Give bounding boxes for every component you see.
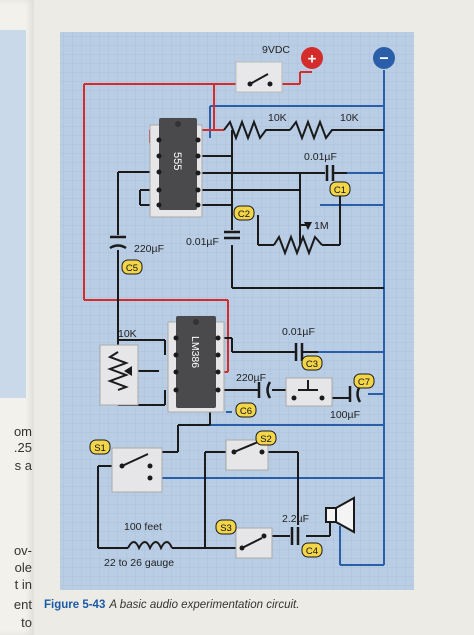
switch-s3-badge [215,519,237,535]
capacitor-c6-value: 220µF [236,372,266,384]
plus-icon: + [308,51,317,68]
potentiometer-1m-label: 1M [314,220,329,232]
left-page-blue-sidebar [0,30,26,398]
potentiometer-1m-wiper [304,222,312,230]
diagram-grid [60,32,414,590]
page-text-fragment: om [13,424,32,439]
negative-rail-wires [160,70,385,566]
capacitor-c3-badge [301,355,323,371]
negative-terminal [373,47,395,69]
switch-contact [267,81,273,87]
switch-lever [249,73,269,85]
ic-555-pins [156,137,201,208]
figure-caption-text: A basic audio experimentation circuit. [109,599,300,611]
coil-length-label: 100 feet [124,521,162,533]
capacitor-c5-badge [121,259,143,275]
ic-lm386-chip [176,316,216,408]
switch-s1-badge [89,439,111,455]
capacitor-c5-value: 220µF [134,243,164,255]
coil-gauge-label: 22 to 26 gauge [104,557,174,569]
capacitor-c2-badge [233,205,255,221]
capacitor-c1-tag: C1 [334,185,346,196]
page-text-fragment: ole [14,560,32,575]
capacitor-c7-badge [353,373,375,389]
capacitor-c2-value: 0.01µF [186,236,219,248]
capacitor-c5-tag: C5 [126,263,138,274]
page-text-fragment: t in [14,577,32,592]
switch-s1-tag: S1 [94,443,106,454]
capacitor-c2-tag: C2 [238,209,250,220]
power-label: 9VDC [262,44,290,56]
resistor-10k-right [289,119,384,141]
switch-s2-lever [233,441,259,453]
capacitor-c6-badge [235,402,257,418]
ic-lm386-pins [173,335,221,393]
switch-s3-tag: S3 [220,523,232,534]
page-text-fragment: ov- [13,543,32,558]
ic-555-notch [175,121,181,127]
capacitor-c1-badge [329,181,351,197]
capacitor-c4-badge [301,542,323,558]
page-text-fragment: .25 [13,440,32,455]
capacitor-c4-value: 2.2µF [282,513,309,525]
potentiometer-10k-label: 10K [118,328,137,340]
potentiometer-10k-wiper [124,366,132,376]
coil-inductor [127,541,173,551]
capacitor-c7-value: 100µF [330,409,360,421]
capacitor-c7-tag: C7 [358,377,370,388]
speaker-icon [325,496,355,534]
capacitor-c3-tag: C3 [306,359,318,370]
switch-s2-badge [255,430,277,446]
capacitor-c3-value: 0.01µF [282,326,315,338]
minus-icon: − [379,51,388,68]
capacitor-c4-tag: C4 [306,546,318,557]
switch-s3-lever [241,537,263,549]
power-switch [235,61,283,93]
switch-s1-body [111,447,163,493]
ic-lm386-notch [193,319,199,325]
resistor-10k-left [223,119,276,141]
capacitor-c1-value: 0.01µF [304,151,337,163]
ic-555-chip [159,118,197,210]
switch-s2-tag: S2 [260,434,272,445]
page-text-fragment: ent [13,597,32,612]
potentiometer-10k-body [99,344,139,406]
figure-number: Figure 5-43 [44,599,106,611]
positive-terminal [301,47,323,69]
ic-555-label: 555 [171,152,183,170]
switch-s1-lever [121,453,149,467]
potentiometer-10k [107,351,129,391]
page-text-fragment: s a [14,458,32,473]
page-text-fragment: to [21,615,32,630]
capacitor-c6-tag: C6 [240,406,252,417]
resistor-10k-right-label: 10K [340,112,359,124]
potentiometer-1m [273,234,323,256]
ic-lm386-label: LM386 [189,336,201,368]
resistor-10k-left-label: 10K [268,112,287,124]
